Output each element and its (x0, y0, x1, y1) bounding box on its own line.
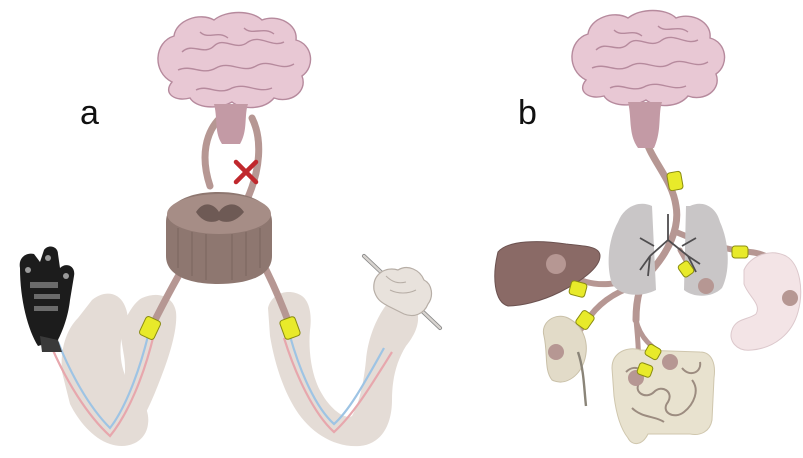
robotic-hand-icon (20, 247, 75, 352)
electrode-cuff-icon (667, 171, 684, 191)
nerve-ending-stomach (782, 290, 798, 306)
panel-a (20, 13, 440, 447)
nerve-ending-lungs (698, 278, 714, 294)
electrode-cuff-icon (732, 246, 748, 258)
nerve-ending-kidney (548, 344, 564, 360)
panel-label-a: a (80, 96, 99, 130)
spinal-cord-icon (166, 192, 272, 284)
brain-icon (572, 11, 725, 149)
kidney-icon (543, 316, 586, 406)
nerve-ending-intestine-1 (662, 354, 678, 370)
brain-icon (158, 13, 311, 145)
panel-label-b: b (518, 96, 537, 130)
panel-b (495, 11, 801, 444)
nerve-ending-liver (546, 254, 566, 274)
